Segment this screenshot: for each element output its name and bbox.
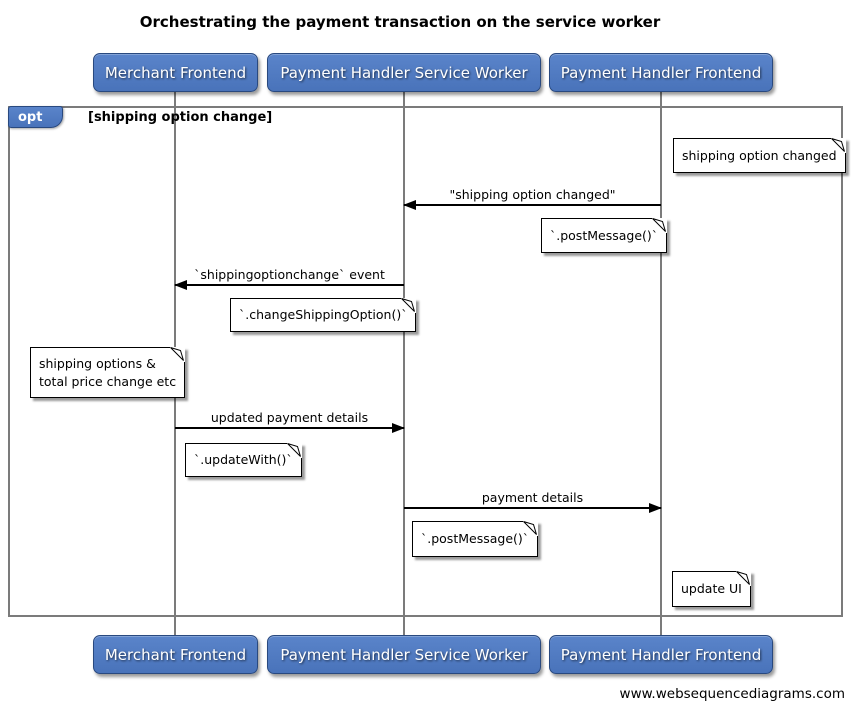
opt-guard-label: [shipping option change] <box>88 110 273 125</box>
message-label: payment details <box>481 490 584 505</box>
arrowhead-right-icon <box>649 503 662 513</box>
note-postmessage-2: `.postMessage()` <box>412 521 539 557</box>
actor-label: Payment Handler Frontend <box>560 645 762 664</box>
lifeline-payment-handler-frontend <box>660 92 662 635</box>
note-text: shipping option changed <box>682 147 837 163</box>
actor-label: Merchant Frontend <box>104 63 247 82</box>
arrowhead-right-icon <box>392 423 405 433</box>
actor-label: Payment Handler Service Worker <box>280 645 528 664</box>
actor-merchant-frontend-top: Merchant Frontend <box>93 53 258 92</box>
arrowhead-left-icon <box>174 280 187 290</box>
arrowhead-left-icon <box>403 200 416 210</box>
actor-label: Payment Handler Service Worker <box>280 63 528 82</box>
message-payment-details: payment details <box>404 490 662 513</box>
actor-label: Payment Handler Frontend <box>560 63 762 82</box>
actor-payment-handler-frontend-top: Payment Handler Frontend <box>549 53 773 92</box>
message-label: "shipping option changed" <box>449 187 616 202</box>
actor-payment-handler-frontend-bottom: Payment Handler Frontend <box>549 635 773 674</box>
note-fold-icon <box>401 298 417 313</box>
actor-payment-handler-service-worker-bottom: Payment Handler Service Worker <box>267 635 541 674</box>
note-update-ui: update UI <box>672 571 751 607</box>
note-fold-icon <box>735 571 751 586</box>
note-text: update UI <box>681 581 742 597</box>
opt-operator-tab: opt <box>8 106 63 128</box>
note-updatewith: `.updateWith()` <box>185 443 302 477</box>
note-shipping-options-total-price: shipping options & total price change et… <box>30 347 186 398</box>
note-text: `.postMessage()` <box>550 227 659 243</box>
note-fold-icon <box>523 521 539 536</box>
note-postmessage-1: `.postMessage()` <box>541 218 668 253</box>
note-text: `.changeShippingOption()` <box>239 307 408 323</box>
lifeline-payment-handler-service-worker <box>403 92 405 635</box>
watermark-websequencediagrams: www.websequencediagrams.com <box>619 686 845 702</box>
opt-operator-label: opt <box>18 109 43 125</box>
opt-frame: opt [shipping option change] <box>8 106 843 617</box>
message-label: updated payment details <box>210 410 369 425</box>
message-label: `shippingoptionchange` event <box>194 267 385 282</box>
note-text: `.postMessage()` <box>421 531 530 547</box>
note-fold-icon <box>170 347 186 362</box>
message-shippingoptionchange-event: `shippingoptionchange` event <box>174 267 404 290</box>
diagram-title: Orchestrating the payment transaction on… <box>139 13 661 31</box>
note-fold-icon <box>652 218 668 233</box>
note-text: shipping options & total price change et… <box>39 356 177 389</box>
note-fold-icon <box>286 443 302 458</box>
note-changeshippingoption: `.changeShippingOption()` <box>230 298 417 332</box>
actor-payment-handler-service-worker-top: Payment Handler Service Worker <box>267 53 541 92</box>
actor-merchant-frontend-bottom: Merchant Frontend <box>93 635 258 674</box>
message-shipping-option-changed: "shipping option changed" <box>403 187 661 210</box>
note-shipping-option-changed: shipping option changed <box>673 138 846 173</box>
note-fold-icon <box>830 138 846 153</box>
message-updated-payment-details: updated payment details <box>175 410 405 433</box>
actor-label: Merchant Frontend <box>104 645 247 664</box>
note-text: `.updateWith()` <box>194 452 293 468</box>
